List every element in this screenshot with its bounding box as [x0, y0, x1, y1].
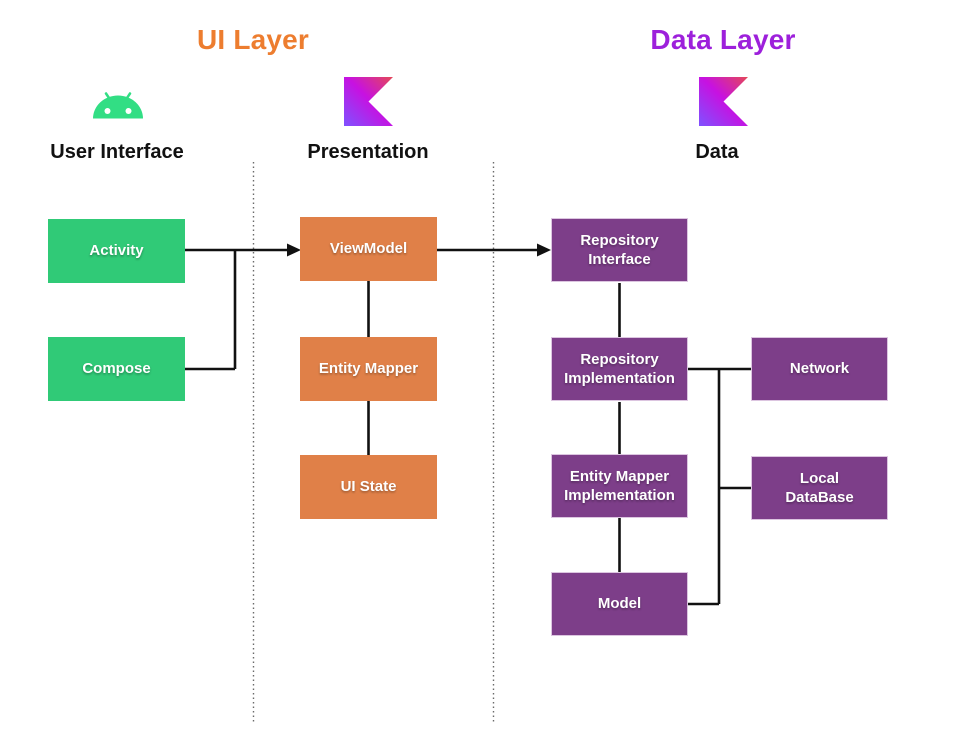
node-ui-state: UI State — [300, 455, 437, 519]
column-label-data: Data — [695, 141, 739, 163]
column-label-user-interface: User Interface — [50, 141, 184, 163]
node-activity: Activity — [48, 219, 185, 283]
node-entity-mapper: Entity Mapper — [300, 337, 437, 401]
node-repository-implementation: Repository Implementation — [551, 337, 688, 401]
kotlin-icon — [344, 77, 393, 126]
node-model: Model — [551, 572, 688, 636]
node-repository-interface: Repository Interface — [551, 218, 688, 282]
ui-layer-title: UI Layer — [196, 24, 310, 55]
android-icon — [88, 84, 148, 124]
edge-compose-junction — [185, 250, 237, 371]
node-local-database: Local DataBase — [751, 456, 888, 520]
node-viewmodel: ViewModel — [300, 217, 437, 281]
node-network: Network — [751, 337, 888, 401]
kotlin-icon — [699, 77, 748, 126]
node-entity-mapper-implementation: Entity Mapper Implementation — [551, 454, 688, 518]
node-compose: Compose — [48, 337, 185, 401]
data-layer-title: Data Layer — [650, 24, 796, 55]
column-label-presentation: Presentation — [307, 141, 429, 163]
arrowhead-viewmodel — [287, 243, 301, 257]
arrowhead-repository-interface — [537, 243, 551, 257]
